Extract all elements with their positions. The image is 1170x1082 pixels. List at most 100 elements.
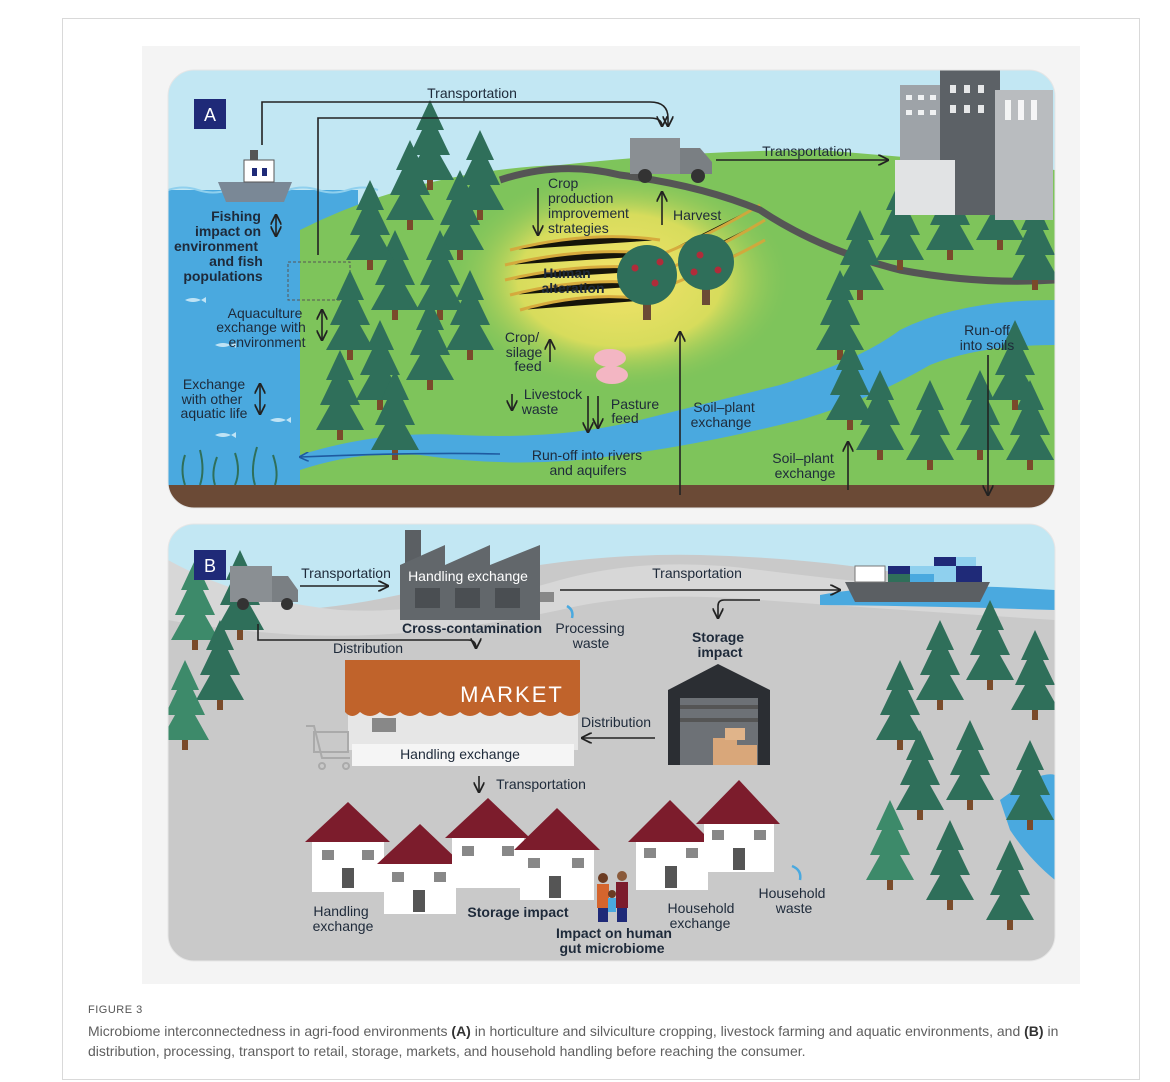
- label-transportation-ship: Transportation: [652, 565, 742, 581]
- panel-b-sky: [168, 524, 1055, 613]
- shopping-cart-icon: [306, 725, 350, 770]
- label-runoff-soils: Run-off into soils: [960, 322, 1014, 353]
- soil: [168, 485, 1055, 508]
- river: [300, 300, 1055, 470]
- label-transportation-truck: Transportation: [301, 565, 391, 581]
- label-cross-contamination: Cross-contamination: [402, 620, 542, 636]
- svg-text:Pasture: Pasture: [611, 396, 659, 412]
- label-exchange-aquatic-life: Exchange with other aquatic life: [181, 376, 248, 421]
- label-handling-exchange-market: Handling exchange: [400, 746, 520, 762]
- svg-text:exchange: exchange: [670, 915, 731, 931]
- label-distribution-2: Distribution: [581, 714, 651, 730]
- panel-a-arrows: [260, 101, 988, 495]
- svg-text:exchange with: exchange with: [216, 319, 306, 335]
- figure-caption: Microbiome interconnectedness in agri-fo…: [88, 1023, 1059, 1059]
- label-household-waste: Household waste: [759, 885, 826, 916]
- svg-text:impact: impact: [697, 644, 742, 660]
- city-buildings-icon: [895, 70, 1053, 220]
- label-crop-production: Crop production improvement strategies: [548, 175, 629, 236]
- pigs-icon: [594, 349, 628, 384]
- label-handling-exchange-house: Handling exchange: [313, 903, 374, 934]
- svg-text:exchange: exchange: [691, 414, 752, 430]
- label-soil-plant-exchange-1: Soil–plant exchange: [691, 399, 755, 430]
- label-human-gut-microbiome: Impact on human gut microbiome: [556, 925, 672, 956]
- svg-text:strategies: strategies: [548, 220, 609, 236]
- svg-text:Exchange: Exchange: [183, 376, 245, 392]
- svg-text:silage: silage: [506, 344, 543, 360]
- svg-text:and fish: and fish: [209, 253, 263, 269]
- label-handling-exchange-factory: Handling exchange: [408, 568, 528, 584]
- household-waste-flow: [791, 864, 802, 881]
- label-crop-silage-feed: Crop/ silage feed: [505, 329, 543, 374]
- label-transportation-down: Transportation: [496, 776, 586, 792]
- svg-text:environment: environment: [228, 334, 305, 350]
- river-flow-arrow: [300, 453, 501, 457]
- market-building-icon: [345, 660, 580, 766]
- warehouse-icon: [668, 664, 770, 765]
- label-household-exchange: Household exchange: [668, 900, 735, 931]
- svg-text:impact on: impact on: [195, 223, 261, 239]
- label-storage-impact-bottom: Storage impact: [467, 904, 568, 920]
- panel-a-badge-label: A: [204, 105, 216, 125]
- svg-text:Soil–plant: Soil–plant: [772, 450, 834, 466]
- svg-text:Human: Human: [543, 265, 590, 281]
- label-distribution-1: Distribution: [333, 640, 403, 656]
- panel-a: A Transportation Transportation Crop pro…: [167, 69, 1056, 509]
- svg-text:Fishing: Fishing: [211, 208, 261, 224]
- svg-text:aquatic life: aquatic life: [181, 405, 248, 421]
- panel-b-badge: [194, 550, 226, 580]
- svg-text:Livestock: Livestock: [524, 386, 583, 402]
- svg-text:Handling: Handling: [313, 903, 368, 919]
- label-processing-waste: Processing waste: [555, 620, 624, 651]
- label-aquaculture: Aquaculture exchange with environment: [216, 305, 306, 350]
- processing-waste-flow: [566, 604, 574, 619]
- panel-b-badge-label: B: [204, 556, 216, 576]
- market-sign: MARKET: [460, 682, 564, 707]
- label-fishing-impact: Fishing impact on environment and fish p…: [174, 208, 263, 284]
- label-runoff-rivers: Run-off into rivers and aquifers: [532, 447, 642, 478]
- svg-text:exchange: exchange: [313, 918, 374, 934]
- panel-b: B Transportation Handling exchange Trans…: [167, 523, 1056, 962]
- factory-icon: [400, 530, 554, 620]
- label-storage-impact-top: Storage impact: [692, 629, 744, 660]
- svg-text:Household: Household: [759, 885, 826, 901]
- figure-number: FIGURE 3: [88, 1004, 143, 1016]
- svg-text:environment: environment: [174, 238, 258, 254]
- road: [498, 165, 1055, 285]
- svg-text:Soil–plant: Soil–plant: [693, 399, 755, 415]
- fishing-boat-icon: [218, 150, 292, 202]
- svg-text:with other: with other: [181, 391, 243, 407]
- label-human-alteration: Human alteration: [541, 265, 604, 296]
- panel-b-hill: [168, 560, 1055, 636]
- svg-text:alteration: alteration: [541, 280, 604, 296]
- svg-text:waste: waste: [775, 900, 813, 916]
- label-transportation-top: Transportation: [427, 85, 517, 101]
- svg-text:waste: waste: [521, 401, 559, 417]
- label-harvest: Harvest: [673, 207, 721, 223]
- svg-text:Storage: Storage: [692, 629, 744, 645]
- svg-text:gut microbiome: gut microbiome: [559, 940, 664, 956]
- svg-text:feed: feed: [514, 358, 541, 374]
- svg-text:production: production: [548, 190, 613, 206]
- houses-icon: [305, 780, 780, 914]
- delivery-truck-icon: [230, 566, 298, 610]
- label-pasture-feed: Pasture feed: [611, 396, 659, 426]
- svg-text:populations: populations: [183, 268, 263, 284]
- panel-a-badge: [194, 99, 226, 129]
- cargo-ship-icon: [845, 557, 990, 602]
- svg-text:Crop: Crop: [548, 175, 579, 191]
- svg-text:Impact on human: Impact on human: [556, 925, 672, 941]
- svg-text:exchange: exchange: [775, 465, 836, 481]
- label-livestock-waste: Livestock waste: [521, 386, 583, 417]
- svg-text:Run-off into rivers: Run-off into rivers: [532, 447, 642, 463]
- seaweed: [181, 446, 278, 486]
- svg-text:Run-off: Run-off: [964, 322, 1010, 338]
- label-transportation-city: Transportation: [762, 143, 852, 159]
- label-soil-plant-exchange-2: Soil–plant exchange: [772, 450, 835, 481]
- delivery-truck-icon: [630, 138, 712, 183]
- svg-text:improvement: improvement: [548, 205, 629, 221]
- svg-text:Aquaculture: Aquaculture: [228, 305, 303, 321]
- fruit-trees-icon: [617, 234, 734, 320]
- svg-text:and aquifers: and aquifers: [549, 462, 626, 478]
